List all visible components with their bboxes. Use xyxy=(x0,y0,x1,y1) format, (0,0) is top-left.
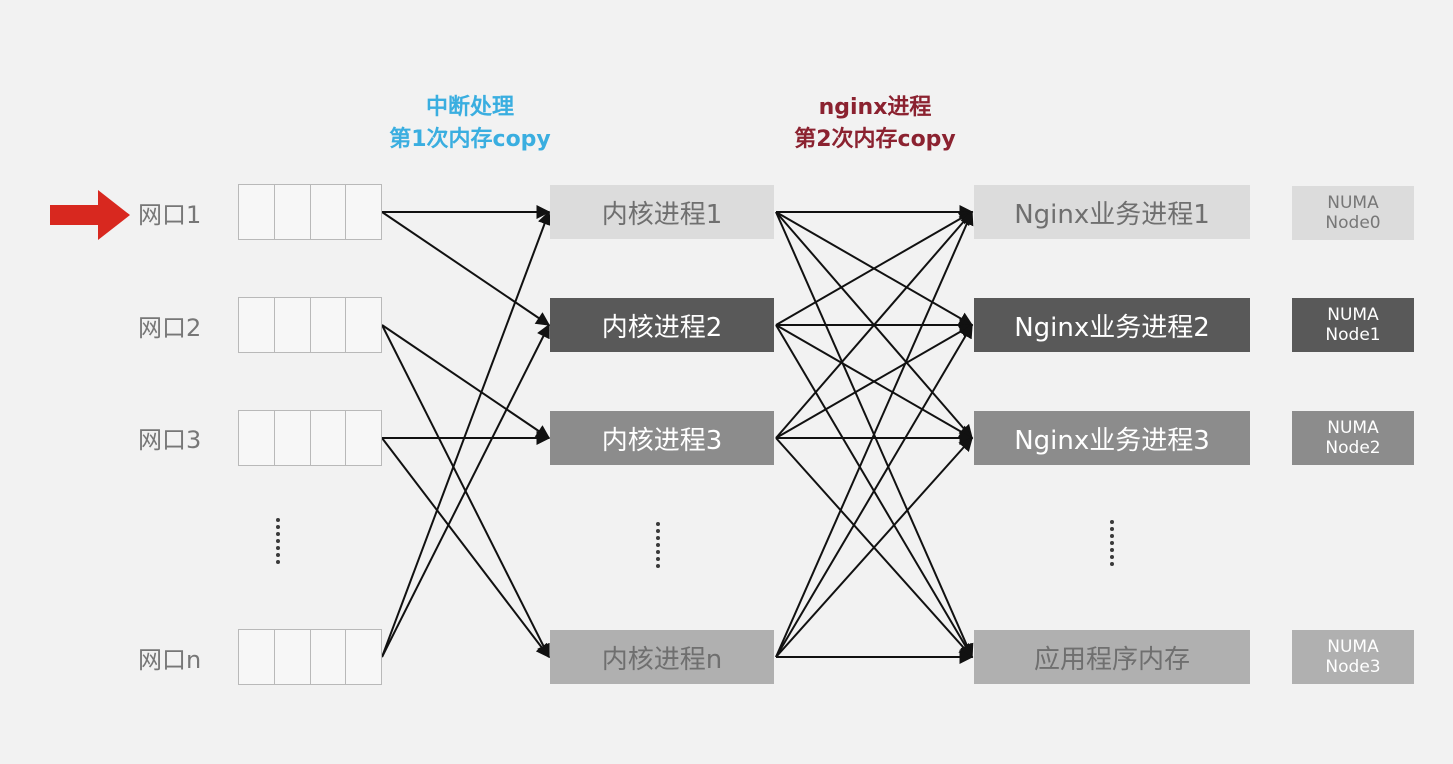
port-3-to-kernel-0-edge xyxy=(381,210,552,658)
nginx-process-2: Nginx业务进程2 xyxy=(974,298,1250,352)
numa-node-1: NUMA Node1 xyxy=(1292,298,1414,352)
port-1-to-kernel-2-edge xyxy=(381,324,551,439)
kernel-process-n: 内核进程n xyxy=(550,630,774,684)
numa-node-0-line1: NUMA xyxy=(1327,193,1379,213)
ring-buffer-n xyxy=(238,629,382,685)
port-3-to-kernel-1-edge xyxy=(381,323,550,658)
kernel-process-3: 内核进程3 xyxy=(550,411,774,465)
nginx-ellipsis xyxy=(1109,520,1115,569)
port-label-2: 网口2 xyxy=(138,314,202,342)
interrupt-header-line1: 中断处理 xyxy=(425,95,514,120)
kernel-3-to-nginx-1-edge xyxy=(775,323,973,658)
ports-ellipsis xyxy=(275,518,281,567)
numa-node-3-line1: NUMA xyxy=(1327,637,1379,657)
nginx-process-3: Nginx业务进程3 xyxy=(974,411,1250,465)
highlight-arrow-icon xyxy=(50,190,130,240)
port-label-n: 网口n xyxy=(138,646,202,674)
numa-node-3: NUMA Node3 xyxy=(1292,630,1414,684)
ring-buffer-3 xyxy=(238,410,382,466)
numa-node-2: NUMA Node2 xyxy=(1292,411,1414,465)
kernel-process-1: 内核进程1 xyxy=(550,185,774,239)
numa-node-2-line1: NUMA xyxy=(1327,418,1379,438)
port-0-to-kernel-1-edge xyxy=(381,211,551,326)
kernel-3-to-nginx-2-edge xyxy=(775,436,973,658)
nginx-process-1: Nginx业务进程1 xyxy=(974,185,1250,239)
interrupt-header: 中断处理 第1次内存copy xyxy=(340,92,600,156)
ring-buffer-1 xyxy=(238,184,382,240)
kernel-process-2: 内核进程2 xyxy=(550,298,774,352)
nginx-header: nginx进程 第2次内存copy xyxy=(745,92,1005,156)
app-memory-box: 应用程序内存 xyxy=(974,630,1250,684)
kernel-3-to-nginx-0-edge xyxy=(775,210,974,658)
kernel-1-to-nginx-0-edge xyxy=(775,211,974,326)
numa-node-3-line2: Node3 xyxy=(1325,657,1381,677)
kernel-ellipsis xyxy=(655,522,661,571)
kernel-2-to-nginx-0-edge xyxy=(775,210,973,439)
numa-node-2-line2: Node2 xyxy=(1325,438,1381,458)
port-label-1: 网口1 xyxy=(138,201,202,229)
port-2-to-kernel-3-edge xyxy=(381,437,550,659)
numa-node-0: NUMA Node0 xyxy=(1292,186,1414,240)
interrupt-header-line2: 第1次内存copy xyxy=(389,127,551,152)
nginx-header-line2: 第2次内存copy xyxy=(794,127,956,152)
numa-node-1-line1: NUMA xyxy=(1327,305,1379,325)
ring-buffer-2 xyxy=(238,297,382,353)
numa-node-1-line2: Node1 xyxy=(1325,325,1381,345)
nginx-header-line1: nginx进程 xyxy=(818,95,932,120)
numa-node-0-line2: Node0 xyxy=(1325,213,1381,233)
port-label-3: 网口3 xyxy=(138,426,202,454)
kernel-2-to-nginx-1-edge xyxy=(775,324,974,439)
